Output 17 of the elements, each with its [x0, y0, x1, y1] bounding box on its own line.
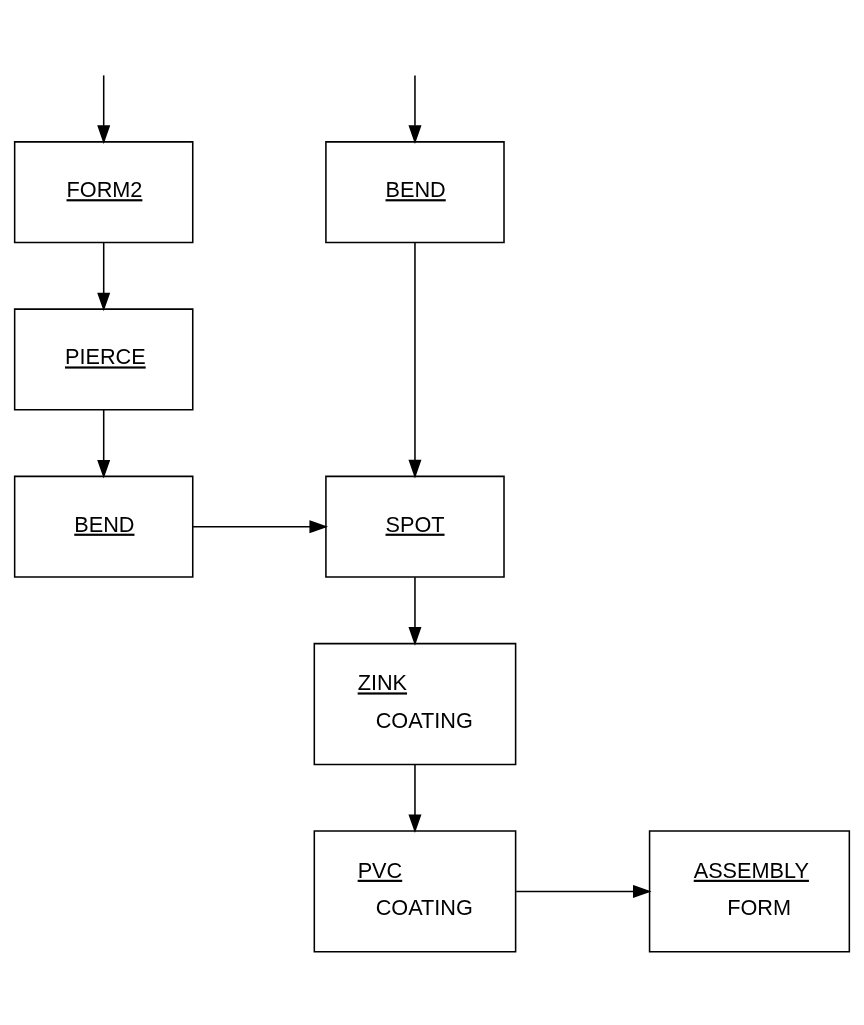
arrow: [408, 763, 422, 833]
arrow: [408, 576, 422, 646]
arrow: [192, 519, 329, 533]
node-box: BEND: [13, 475, 194, 578]
arrow: [97, 241, 111, 311]
arrow: [97, 408, 111, 479]
node-box: FORM2: [13, 140, 194, 243]
arrow: [408, 74, 422, 144]
node-box: BEND: [325, 140, 505, 243]
arrow: [515, 884, 652, 898]
node-box: PIERCE: [13, 307, 194, 411]
arrow: [97, 74, 111, 144]
node-box: PVC COATING: [313, 829, 517, 953]
node-box: ZINK COATING: [313, 642, 517, 765]
node-box: SPOT: [325, 475, 505, 578]
node-box: ASSEMBLY FORM: [648, 829, 851, 953]
arrow: [408, 241, 422, 478]
